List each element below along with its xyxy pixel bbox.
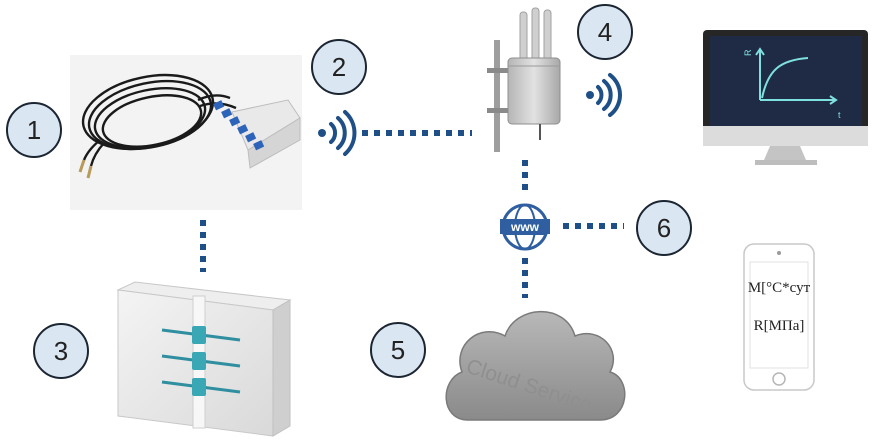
gateway-router [487,7,561,152]
badge-6: 6 [636,200,692,256]
monitor-x-axis-label: t [838,110,841,120]
badge-2: 2 [311,39,367,95]
wifi-icon-router [586,73,622,117]
badge-2-label: 2 [332,52,346,82]
monitor-y-axis-label: R [743,49,753,56]
svg-text:www: www [510,220,540,234]
wifi-icon [318,110,357,156]
sensor-cables-photo [70,55,302,210]
badge-4: 4 [577,4,633,60]
globe-www-icon: www [500,203,550,251]
badge-3: 3 [33,323,89,379]
phone-line-1: M[°C*сут [748,280,811,296]
badge-5: 5 [370,322,426,378]
badge-1: 1 [6,102,62,158]
monitor-icon: R t [703,30,868,165]
badge-6-label: 6 [657,213,671,243]
phone-line-2: R[МПа] [754,318,805,334]
connector-lines [200,130,624,298]
badge-5-label: 5 [391,335,405,365]
junction-box [213,99,301,169]
badge-3-label: 3 [54,336,68,366]
smartphone-icon: M[°C*сут R[МПа] [743,243,815,391]
concrete-block-icon [116,281,292,437]
cloud-icon: Cloud Service [445,310,626,421]
monitor-graph [755,47,838,105]
badge-4-label: 4 [598,17,612,47]
badge-1-label: 1 [27,115,41,145]
